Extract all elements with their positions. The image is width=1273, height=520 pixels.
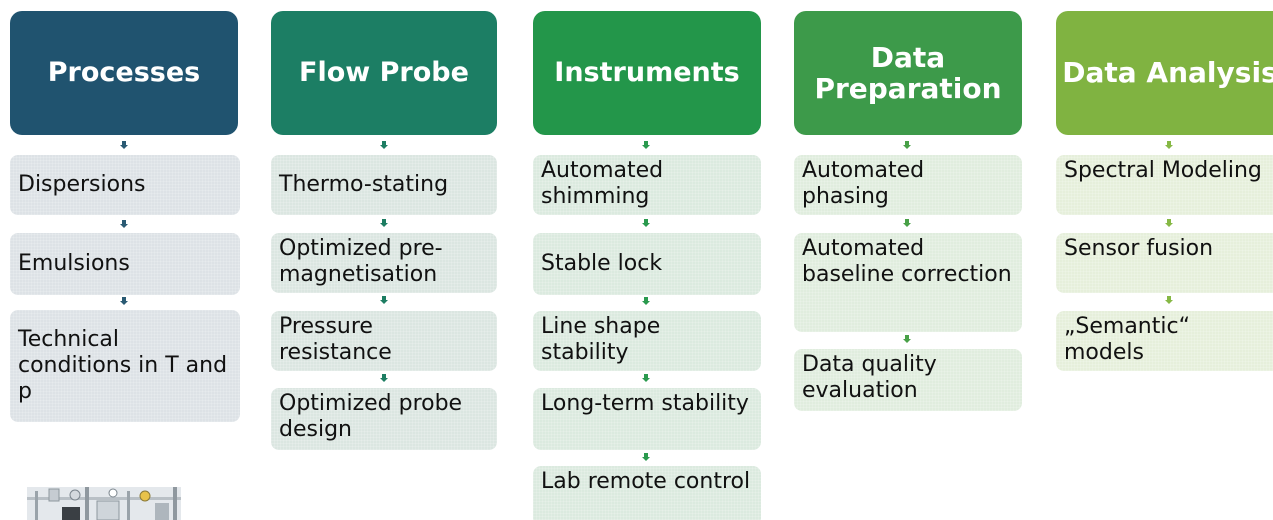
box-data-quality-evaluation: Data quality evaluation: [794, 349, 1022, 411]
box-automated-baseline-correction: Automated baseline correction: [794, 233, 1022, 332]
box-thermo-stating: Thermo-stating: [271, 155, 497, 215]
header-instruments: Instruments: [533, 11, 761, 135]
box-optimized-probe-design: Optimized probe design: [271, 388, 497, 450]
box-line-shape-stability: Line shape stability: [533, 311, 761, 371]
header-data-preparation: Data Preparation: [794, 11, 1022, 135]
box-long-term-stability: Long-term stability: [533, 388, 761, 450]
column-data-analysis: Data Analysis Spectral Modeling Sensor f…: [1056, 0, 1273, 520]
box-semantic-models: „Semantic“ models: [1056, 311, 1273, 371]
column-flow-probe: Flow Probe Thermo-stating Optimized pre-…: [271, 0, 497, 520]
box-spectral-modeling: Spectral Modeling: [1056, 155, 1273, 215]
column-instruments: Instruments Automated shimming Stable lo…: [533, 0, 761, 520]
box-technical-conditions: Technical conditions in T and p: [10, 310, 240, 422]
header-processes: Processes: [10, 11, 238, 135]
lab-equipment-photo: [27, 487, 181, 520]
box-lab-remote-control: Lab remote control: [533, 466, 761, 520]
box-dispersions: Dispersions: [10, 155, 240, 215]
box-emulsions: Emulsions: [10, 233, 240, 295]
box-optimized-pre-magnetisation: Optimized pre-magnetisation: [271, 233, 497, 293]
box-pressure-resistance: Pressure resistance: [271, 311, 497, 371]
header-data-analysis: Data Analysis: [1056, 11, 1273, 135]
column-data-preparation: Data Preparation Automated phasing Autom…: [794, 0, 1022, 520]
column-processes: Processes Dispersions Emulsions Technica…: [10, 0, 238, 520]
box-sensor-fusion: Sensor fusion: [1056, 233, 1273, 293]
box-automated-phasing: Automated phasing: [794, 155, 1022, 215]
box-stable-lock: Stable lock: [533, 233, 761, 295]
box-automated-shimming: Automated shimming: [533, 155, 761, 215]
header-flow-probe: Flow Probe: [271, 11, 497, 135]
